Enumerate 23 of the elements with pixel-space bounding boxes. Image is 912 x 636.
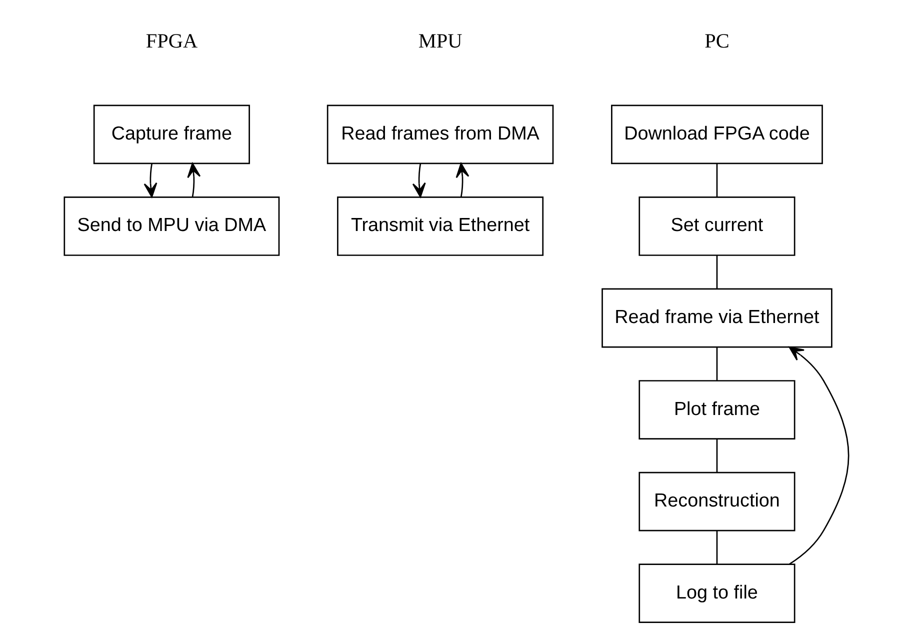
node-box: Log to file — [638, 564, 795, 624]
node-box: Transmit via Ethernet — [336, 196, 544, 256]
node-box: Reconstruction — [638, 472, 795, 532]
node-box: Download FPGA code — [610, 104, 822, 164]
node-box: Read frame via Ethernet — [601, 288, 832, 348]
connector — [716, 163, 718, 197]
label: FPGA — [145, 30, 198, 52]
node-box: Set current — [638, 196, 795, 256]
connector — [716, 438, 718, 472]
arrow — [412, 163, 426, 198]
connector — [716, 255, 718, 289]
label: PC — [704, 30, 729, 52]
arrow — [788, 346, 849, 565]
node-box: Capture frame — [92, 104, 250, 164]
connector — [716, 530, 718, 564]
arrow — [186, 162, 200, 197]
node-box: Read frames from DMA — [326, 104, 554, 164]
label: MPU — [418, 30, 462, 52]
arrow — [455, 162, 469, 197]
node-box: Plot frame — [638, 380, 795, 440]
node-box: Send to MPU via DMA — [63, 196, 280, 256]
arrow — [143, 163, 157, 198]
connector — [716, 347, 718, 380]
